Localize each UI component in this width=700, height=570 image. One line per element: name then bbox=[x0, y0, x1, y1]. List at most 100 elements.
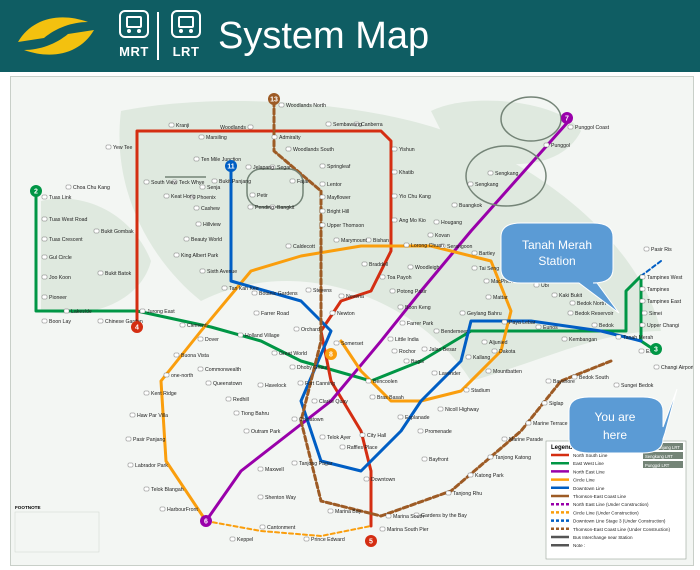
station-marker-macpherson bbox=[483, 278, 490, 284]
station-marker-katong-park bbox=[467, 472, 474, 478]
station-marker-orchard bbox=[293, 326, 300, 332]
station-marker-dhoby-ghaut bbox=[289, 364, 296, 370]
lrt-legend-box bbox=[643, 452, 683, 459]
station-cashew: Cashew bbox=[201, 206, 220, 212]
station-woodlands: Woodlands bbox=[220, 125, 246, 131]
station-marina-south: Marina South bbox=[393, 514, 424, 520]
station-marker-fort-canning bbox=[297, 380, 304, 386]
station-marker-promenade bbox=[417, 428, 424, 434]
station-marker-tan-kah-kee bbox=[221, 285, 228, 291]
legend-row-label: North East Line bbox=[573, 469, 605, 474]
station-bartley: Bartley bbox=[479, 251, 496, 257]
station-potong-pasir: Potong Pasir bbox=[397, 289, 427, 295]
station-shenton-way: Shenton Way bbox=[265, 495, 296, 501]
station-ang-mo-kio: Ang Mo Kio bbox=[399, 218, 426, 224]
station-marker-labrador-park bbox=[127, 462, 134, 468]
station-telok-ayer: Telok Ayer bbox=[327, 435, 351, 441]
station-clarke-quay: Clarke Quay bbox=[319, 399, 348, 405]
station-rochor: Rochor bbox=[399, 349, 416, 355]
station-simei: Simei bbox=[649, 311, 662, 317]
station-fajar: Fajar bbox=[297, 179, 309, 185]
station-marker-woodleigh bbox=[407, 264, 414, 270]
station-marker-one-north bbox=[163, 372, 170, 378]
footnote-title: FOOTNOTE bbox=[15, 505, 41, 510]
station-yishun: Yishun bbox=[399, 147, 415, 153]
station-pioneer: Pioneer bbox=[49, 295, 67, 301]
station-stadium: Stadium bbox=[471, 388, 490, 394]
station-kranji: Kranji bbox=[176, 123, 189, 129]
station-marker-marina-south-pier bbox=[379, 526, 386, 532]
legend-row-label: Downtown Line Stage 3 (Under Constructio… bbox=[573, 519, 666, 524]
station-marker-king-albert-park bbox=[173, 252, 180, 258]
line-marker-circle bbox=[561, 112, 573, 124]
station-marker-kaki-bukit bbox=[551, 292, 558, 298]
line-marker-number: 8 bbox=[329, 352, 333, 359]
lrt-label: LRT bbox=[172, 44, 200, 59]
station-prince-edward: Prince Edward bbox=[311, 537, 345, 543]
station-bukit-gombak: Bukit Gombak bbox=[101, 229, 134, 235]
station-tanjong-rhu: Tanjong Rhu bbox=[453, 491, 482, 497]
station-raffles-place: Raffles Place bbox=[347, 445, 378, 451]
station-marker-yio-chu-kang bbox=[391, 193, 398, 199]
station-marker-shenton-way bbox=[257, 494, 264, 500]
station-marker-changi-airport bbox=[653, 364, 660, 370]
station-marker-canberra bbox=[353, 121, 360, 127]
station-changi-airport: Changi Airport bbox=[661, 365, 693, 371]
station-yio-chu-kang: Yio Chu Kang bbox=[399, 194, 431, 200]
station-lakeside: Lakeside bbox=[71, 309, 92, 315]
station-marker-admiralty bbox=[271, 134, 278, 140]
origin-callout-line2: here bbox=[603, 428, 627, 442]
station-chinese-garden: Chinese Garden bbox=[105, 319, 143, 325]
station-marymount: Marymount bbox=[341, 238, 368, 244]
station-marker-little-india bbox=[387, 336, 394, 342]
station-marker-woodlands-north bbox=[278, 102, 285, 108]
station-marker-cashew bbox=[193, 205, 200, 211]
line-marker-number: 4 bbox=[135, 325, 139, 332]
station-kent-ridge: Kent Ridge bbox=[151, 391, 177, 397]
legend-title: Legend bbox=[551, 445, 573, 451]
station-marker-woodlands bbox=[247, 124, 254, 130]
station-marker-cantonment bbox=[259, 524, 266, 530]
station-marker-bedok-south bbox=[571, 374, 578, 380]
station-macpherson: MacPherson bbox=[491, 279, 520, 285]
station-one-north: one-north bbox=[171, 373, 193, 379]
station-marker-tuas-link bbox=[41, 194, 48, 200]
station-commonwealth: Commonwealth bbox=[205, 367, 241, 373]
station-marker-joo-koon bbox=[41, 274, 48, 280]
station-choa-chu-kang: Choa Chu Kang bbox=[73, 185, 110, 191]
station-marker-keat-hong bbox=[163, 193, 170, 199]
station-marker-bayfront bbox=[421, 456, 428, 462]
station-lavender: Lavender bbox=[439, 371, 461, 377]
station-marker-fajar bbox=[289, 178, 296, 184]
station-marker-nicoll-highway bbox=[437, 406, 444, 412]
station-marker-holland-village bbox=[237, 332, 244, 338]
station-nicoll-highway: Nicoll Highway bbox=[445, 407, 479, 413]
station-toa-payoh: Toa Payoh bbox=[387, 275, 412, 281]
station-marker-ubi bbox=[533, 282, 540, 288]
station-tanjong-pagar: Tanjong Pagar bbox=[299, 461, 333, 467]
station-outram-park: Outram Park bbox=[251, 429, 281, 435]
station-bishan: Bishan bbox=[373, 238, 389, 244]
header-divider bbox=[157, 12, 159, 60]
station-marker-kallang bbox=[465, 354, 472, 360]
station-marsiling: Marsiling bbox=[206, 135, 227, 141]
station-segar: Segar bbox=[277, 165, 291, 171]
station-marker-bayshore bbox=[545, 378, 552, 384]
station-kovan: Kovan bbox=[435, 233, 450, 239]
legend-row-label: Circle Line (Under Construction) bbox=[573, 510, 639, 515]
station-marker-stadium bbox=[463, 387, 470, 393]
line-marker-circle bbox=[650, 343, 662, 355]
station-marker-yishun bbox=[391, 146, 398, 152]
dt3-line bbox=[640, 260, 662, 277]
station-marker-queenstown bbox=[205, 380, 212, 386]
station-marker-mattar bbox=[485, 294, 492, 300]
station-tampines-east: Tampines East bbox=[647, 299, 682, 305]
station-canberra: Canberra bbox=[361, 122, 383, 128]
station-bugis: Bugis bbox=[411, 359, 424, 365]
station-esplanade: Esplanade bbox=[405, 415, 430, 421]
station-marker-bedok bbox=[591, 322, 598, 328]
station-marker-dover bbox=[197, 336, 204, 342]
station-marker-chinese-garden bbox=[97, 318, 104, 324]
station-marker-havelock bbox=[257, 382, 264, 388]
